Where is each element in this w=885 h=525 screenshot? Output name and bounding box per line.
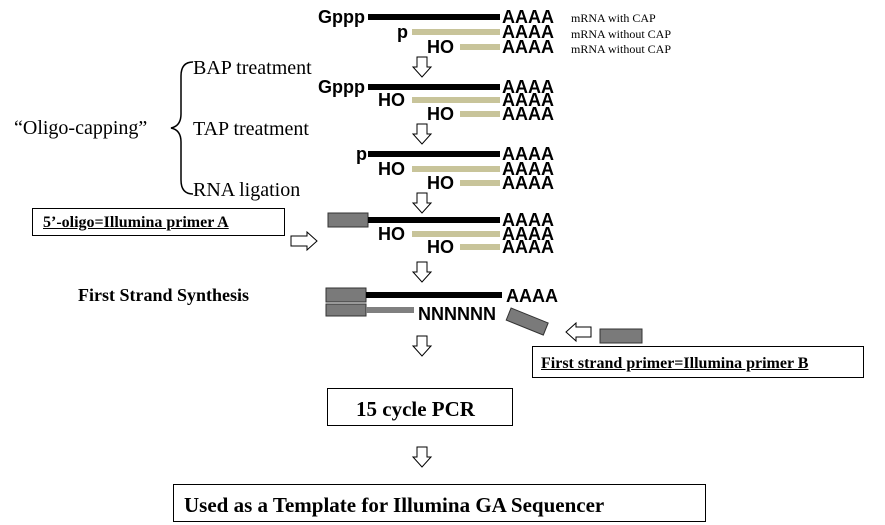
polya-label: AAAA (502, 144, 554, 164)
mrna-capped-bar (368, 14, 500, 20)
polya-label: AAAA (502, 173, 554, 193)
mrna-uncapped-bar (412, 166, 500, 172)
curly-brace (170, 61, 194, 195)
cdna-oligo-block (325, 303, 367, 317)
oligo-a-block (325, 287, 367, 303)
p-label: p (397, 22, 408, 42)
pcr-box: 15 cycle PCR (327, 388, 513, 426)
random-primer-label: NNNNNN (418, 304, 496, 324)
ho-label: HO (378, 159, 405, 179)
ho-label: HO (427, 173, 454, 193)
polya-label: AAAA (502, 37, 554, 57)
polya-label: AAAA (502, 90, 554, 110)
mrna-capped-bar (368, 84, 500, 90)
ho-label: HO (378, 224, 405, 244)
template-box: Used as a Template for Illumina GA Seque… (173, 484, 706, 522)
p-label: p (356, 144, 367, 164)
gppp-label: Gppp (318, 7, 365, 27)
mrna-uncapped-bar (460, 180, 500, 186)
primer-b-box: First strand primer=Illumina primer B (532, 346, 864, 378)
polya-label: AAAA (502, 7, 554, 27)
polya-label: AAAA (502, 224, 554, 244)
down-arrow-icon (411, 56, 433, 78)
down-arrow-icon (411, 335, 433, 357)
legend-mrna-without-cap: mRNA without CAP (571, 42, 672, 56)
oligo-capping-label: “Oligo-capping” (14, 117, 148, 139)
tap-treatment-label: TAP treatment (193, 118, 309, 140)
mrna-template-bar (366, 292, 502, 298)
bap-treatment-label: BAP treatment (193, 57, 312, 79)
mrna-decapped-bar (368, 151, 500, 157)
primer-b-text: First strand primer=Illumina primer B (541, 355, 809, 372)
polya-label: AAAA (506, 286, 558, 306)
polya-label: AAAA (502, 77, 554, 97)
down-arrow-icon (411, 261, 433, 283)
mrna-uncapped-bar (460, 244, 500, 250)
polya-label: AAAA (502, 210, 554, 230)
down-arrow-icon (411, 446, 433, 468)
mrna-uncapped-bar (460, 111, 500, 117)
polya-label: AAAA (502, 159, 554, 179)
legend-mrna-with-cap: mRNA with CAP (571, 11, 656, 25)
primer-b-block (505, 307, 549, 336)
left-arrow-icon (565, 321, 592, 343)
ho-label: HO (378, 90, 405, 110)
down-arrow-icon (411, 123, 433, 145)
mrna-uncapped-bar (412, 231, 500, 237)
primer-a-box: 5’-oligo=Illumina primer A (32, 208, 285, 236)
down-arrow-icon (411, 192, 433, 214)
pcr-text: 15 cycle PCR (356, 397, 475, 421)
gppp-label: Gppp (318, 77, 365, 97)
cdna-strand-bar (366, 307, 414, 313)
ho-label: HO (427, 237, 454, 257)
template-text: Used as a Template for Illumina GA Seque… (184, 493, 605, 517)
primer-b-block (599, 328, 643, 344)
right-arrow-icon (290, 230, 318, 252)
mrna-ligated-bar (368, 217, 500, 223)
polya-label: AAAA (502, 104, 554, 124)
primer-a-text: 5’-oligo=Illumina primer A (43, 214, 229, 231)
polya-label: AAAA (502, 22, 554, 42)
rna-ligation-label: RNA ligation (193, 179, 301, 201)
oligo-a-block (327, 212, 369, 228)
ho-label: HO (427, 104, 454, 124)
ho-label: HO (427, 37, 454, 57)
first-strand-synthesis-label: First Strand Synthesis (78, 285, 250, 305)
mrna-uncapped-bar (412, 29, 500, 35)
mrna-uncapped-bar (412, 97, 500, 103)
legend-mrna-without-cap: mRNA without CAP (571, 27, 672, 41)
mrna-uncapped-bar (460, 44, 500, 50)
polya-label: AAAA (502, 237, 554, 257)
